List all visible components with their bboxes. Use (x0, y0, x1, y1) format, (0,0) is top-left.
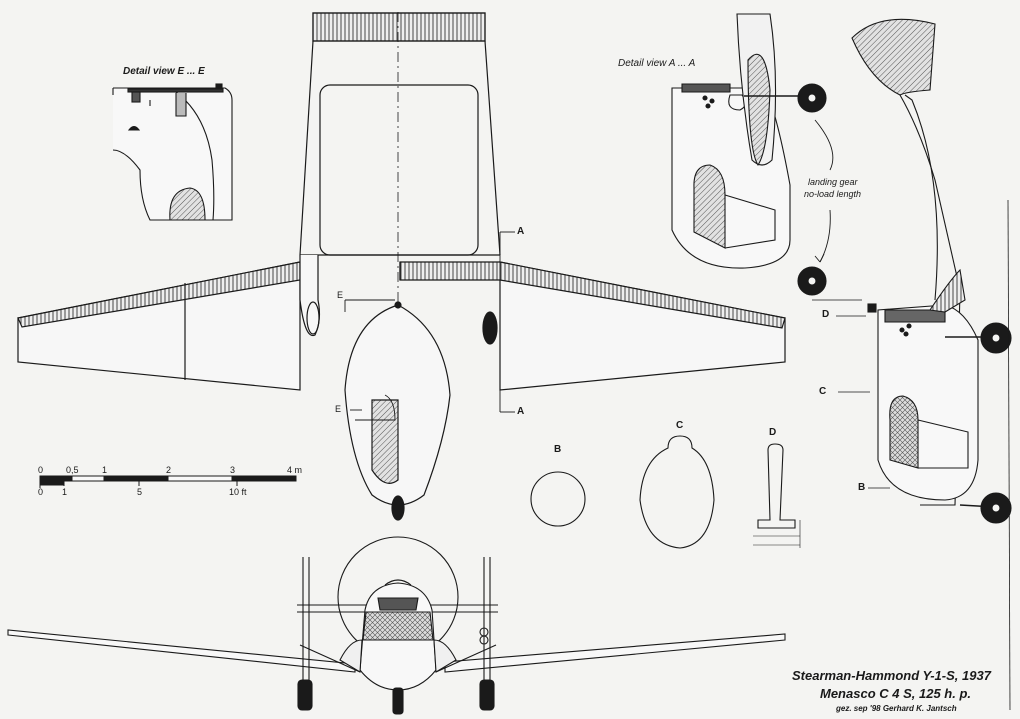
engine-title: Menasco C 4 S, 125 h. p. (820, 686, 971, 701)
horizontal-stabilizer (299, 12, 501, 256)
cross-section-b-label: B (554, 444, 562, 455)
section-marker-e-top: E (337, 290, 344, 300)
section-marker-a-bottom: A (517, 406, 525, 417)
cross-section-d-label: D (769, 427, 777, 438)
scale-imperial-10ft: 10 ft (229, 487, 247, 497)
section-d-shape (753, 443, 801, 548)
scale-metric-0: 0 (38, 465, 44, 475)
scale-metric-4m: 4 m (287, 465, 303, 475)
plan-view (17, 12, 786, 521)
section-marker-e-bottom: E (335, 404, 342, 414)
aircraft-title: Stearman-Hammond Y-1-S, 1937 (792, 668, 991, 683)
scale-metric-0-5: 0,5 (66, 465, 79, 475)
detail-view-e-title: Detail view E ... E (123, 66, 205, 77)
right-wing (399, 261, 786, 391)
section-marker-a-top: A (517, 226, 525, 237)
detail-view-e (112, 83, 233, 221)
section-c-shape (639, 435, 715, 549)
scale-imperial-1: 1 (62, 487, 68, 497)
cross-sections (530, 435, 801, 549)
front-view (7, 536, 786, 715)
section-marker-d: D (822, 309, 830, 320)
section-b-shape (530, 471, 586, 527)
author-credit: gez. sep '98 Gerhard K. Jantsch (836, 704, 957, 713)
scale-imperial-5: 5 (137, 487, 143, 497)
section-marker-c: C (819, 386, 827, 397)
scale-metric-2: 2 (166, 465, 172, 475)
section-marker-b: B (858, 482, 866, 493)
scale-imperial-0: 0 (38, 487, 44, 497)
fuselage-plan (299, 255, 498, 521)
detail-view-a (671, 13, 834, 296)
scale-metric-3: 3 (230, 465, 236, 475)
cross-section-c-label: C (676, 420, 684, 431)
landing-gear-note-line1: landing gear (808, 177, 858, 187)
scale-bar (39, 475, 297, 488)
left-wing (17, 261, 301, 391)
landing-gear-note-line2: no-load length (804, 189, 862, 199)
detail-view-a-title: Detail view A ... A (618, 58, 696, 69)
section-lines (344, 231, 515, 421)
scale-metric-1: 1 (102, 465, 108, 475)
side-view (812, 18, 1012, 711)
